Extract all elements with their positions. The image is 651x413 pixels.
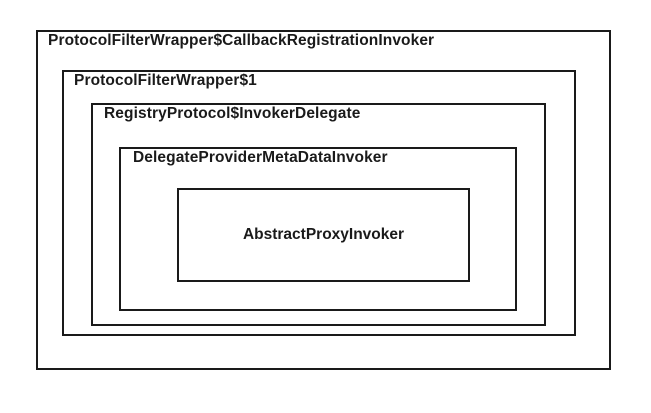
protocol-filter-wrapper-1-box <box>62 70 576 336</box>
delegate-provider-metadata-invoker-box <box>119 147 517 311</box>
delegate-provider-metadata-invoker-label: DelegateProviderMetaDataInvoker <box>133 149 388 166</box>
invoker-delegate-box <box>91 103 546 326</box>
abstract-proxy-invoker-label: AbstractProxyInvoker <box>177 188 470 282</box>
abstract-proxy-invoker-text: AbstractProxyInvoker <box>242 226 405 243</box>
invoker-delegate-label: RegistryProtocol$InvokerDelegate <box>104 105 361 122</box>
callback-registration-invoker-label: ProtocolFilterWrapper$CallbackRegistrati… <box>48 32 435 49</box>
callback-registration-invoker-box <box>36 30 611 370</box>
abstract-proxy-invoker-box <box>177 188 470 282</box>
protocol-filter-wrapper-1-label: ProtocolFilterWrapper$1 <box>74 72 257 89</box>
